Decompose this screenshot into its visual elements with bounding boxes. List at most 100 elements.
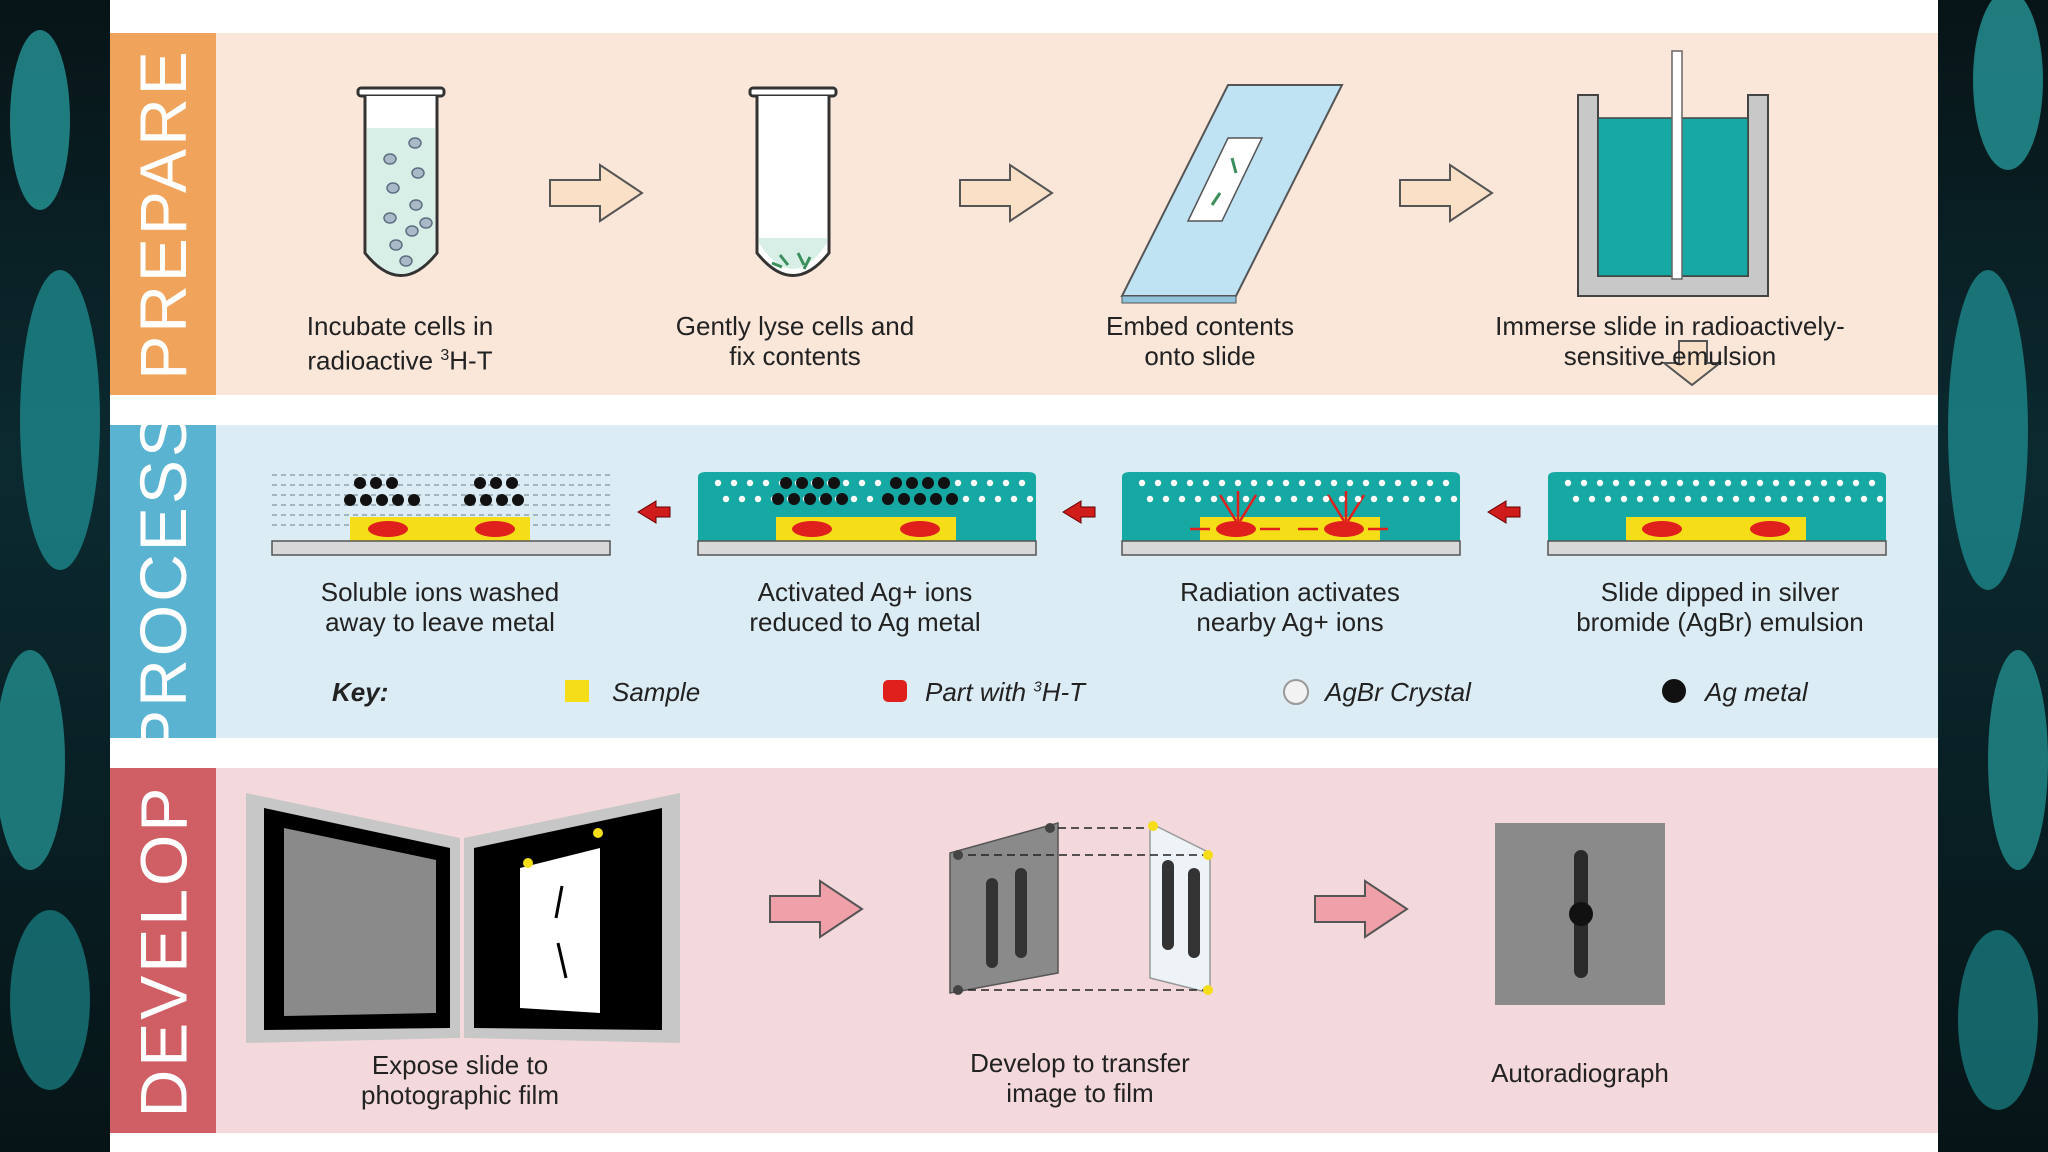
key-title: Key: [332,677,389,707]
agbr-crystal-dot [1660,479,1668,487]
agbr-crystal-dot [1250,479,1258,487]
key-ag-label: Ag metal [1705,677,1808,707]
agbr-crystal-dot [1708,479,1716,487]
agbr-crystal-dot [1700,495,1708,503]
agbr-crystal-dot [1788,479,1796,487]
ag-metal-dot [938,477,950,489]
agbr-crystal-dot [1748,495,1756,503]
agbr-crystal-dot [1644,479,1652,487]
arrow-down-icon [1661,340,1723,387]
agbr-crystal-dot [1154,479,1162,487]
agbr-crystal-dot [1628,479,1636,487]
agbr-crystal-dot [1860,495,1868,503]
agbr-crystal-dot [970,479,978,487]
sample-key-swatch [565,680,589,702]
agbr-crystal-dot [738,495,746,503]
arrow-right-icon [1314,879,1409,939]
ag-metal-dot [812,477,824,489]
agbr-crystal-dot [1026,495,1034,503]
prepare-tab: PREPARE [110,33,216,395]
caption-line: reduced to Ag metal [749,607,981,637]
agbr-crystal-dot [1828,495,1836,503]
process-step-2-caption: Activated Ag+ ions reduced to Ag metal [705,577,1025,637]
agbr-crystal-dot [1612,479,1620,487]
ag-metal-dot [946,493,958,505]
caption-line: Incubate cells in [306,311,494,341]
emulsion-tank-icon [1577,50,1769,297]
ag-metal-dot [788,493,800,505]
caption-line: bromide (AgBr) emulsion [1576,607,1864,637]
agbr-crystal-dot [994,495,1002,503]
agbr-crystal-dot [1394,479,1402,487]
agbr-crystal-dot [1162,495,1170,503]
caption-line: radioactive 3H-T [280,341,520,376]
ag-metal-dot [898,493,910,505]
chromosome-art-left [0,30,100,1090]
agbr-crystal-dot [1796,495,1804,503]
caption-line: sensitive emulsion [1563,341,1777,371]
caption-line: Radiation activates [1180,577,1400,607]
agbr-key-swatch [1283,679,1309,705]
agbr-crystal-dot [1306,495,1314,503]
process-step-1-caption: Soluble ions washed away to leave metal [280,577,600,637]
agbr-crystal-dot [1362,479,1370,487]
agbr-crystal-dot [1002,479,1010,487]
key-part-text: H-T [1041,677,1086,707]
ag-key-swatch [1662,679,1686,703]
caption-part: H-T [449,345,493,376]
caption-line: image to film [1006,1078,1154,1108]
develop-section: DEVELOP [110,768,1938,1133]
agbr-crystal-dot [986,479,994,487]
agbr-crystal-dot [1740,479,1748,487]
ag-metal-dot [890,477,902,489]
agbr-crystal-dot [1314,479,1322,487]
caption-line: photographic film [361,1080,559,1110]
agbr-crystal-dot [1258,495,1266,503]
agbr-crystal-dot [1442,479,1450,487]
agbr-crystal-dot [1218,479,1226,487]
agbr-crystal-dot [1852,479,1860,487]
ag-metal-dot [882,493,894,505]
glass-slide-icon [1120,84,1344,304]
agbr-crystal-dot [978,495,986,503]
agbr-crystal-dot [874,479,882,487]
caption-line: Expose slide to [371,1050,549,1080]
agbr-crystal-dot [746,479,754,487]
superscript: 3 [440,347,450,364]
agbr-crystal-dot [1202,479,1210,487]
arrow-left-icon [637,500,671,524]
agbr-crystal-dot [1138,479,1146,487]
agbr-crystal-dot [1170,479,1178,487]
develop-step-2-caption: Develop to transfer image to film [930,1048,1230,1108]
caption-line: away to leave metal [325,607,555,637]
caption-part: radioactive [307,345,441,376]
prepare-illustrations [356,50,1769,387]
agbr-crystal-dot [1434,495,1442,503]
agbr-crystal-dot [954,479,962,487]
ag-metal-dot [828,477,840,489]
agbr-crystal-dot [1354,495,1362,503]
agbr-crystal-dot [1716,495,1724,503]
agbr-crystal-dot [858,479,866,487]
chromosome-art-right [1948,0,2048,1110]
agbr-crystal-dot [1418,495,1426,503]
process-section: PROCESS [110,410,1938,753]
caption-line: nearby Ag+ ions [1196,607,1384,637]
caption-line: fix contents [729,341,861,371]
ag-metal-dot [820,493,832,505]
ag-metal-dot [836,493,848,505]
agbr-crystal-dot [1338,495,1346,503]
agbr-crystal-dot [850,495,858,503]
develop-tab: DEVELOP [110,768,216,1133]
arrow-right-icon [959,163,1054,223]
process-step-3-caption: Radiation activates nearby Ag+ ions [1130,577,1450,637]
ag-metal-dot [914,493,926,505]
agbr-crystals [714,477,1884,505]
arrow-right-icon [769,879,864,939]
agbr-crystal-dot [866,495,874,503]
agbr-crystal-dot [1186,479,1194,487]
agbr-crystal-dot [1378,479,1386,487]
arrow-right-icon [1399,163,1494,223]
agbr-crystal-dot [962,495,970,503]
ag-metal-dot [922,477,934,489]
